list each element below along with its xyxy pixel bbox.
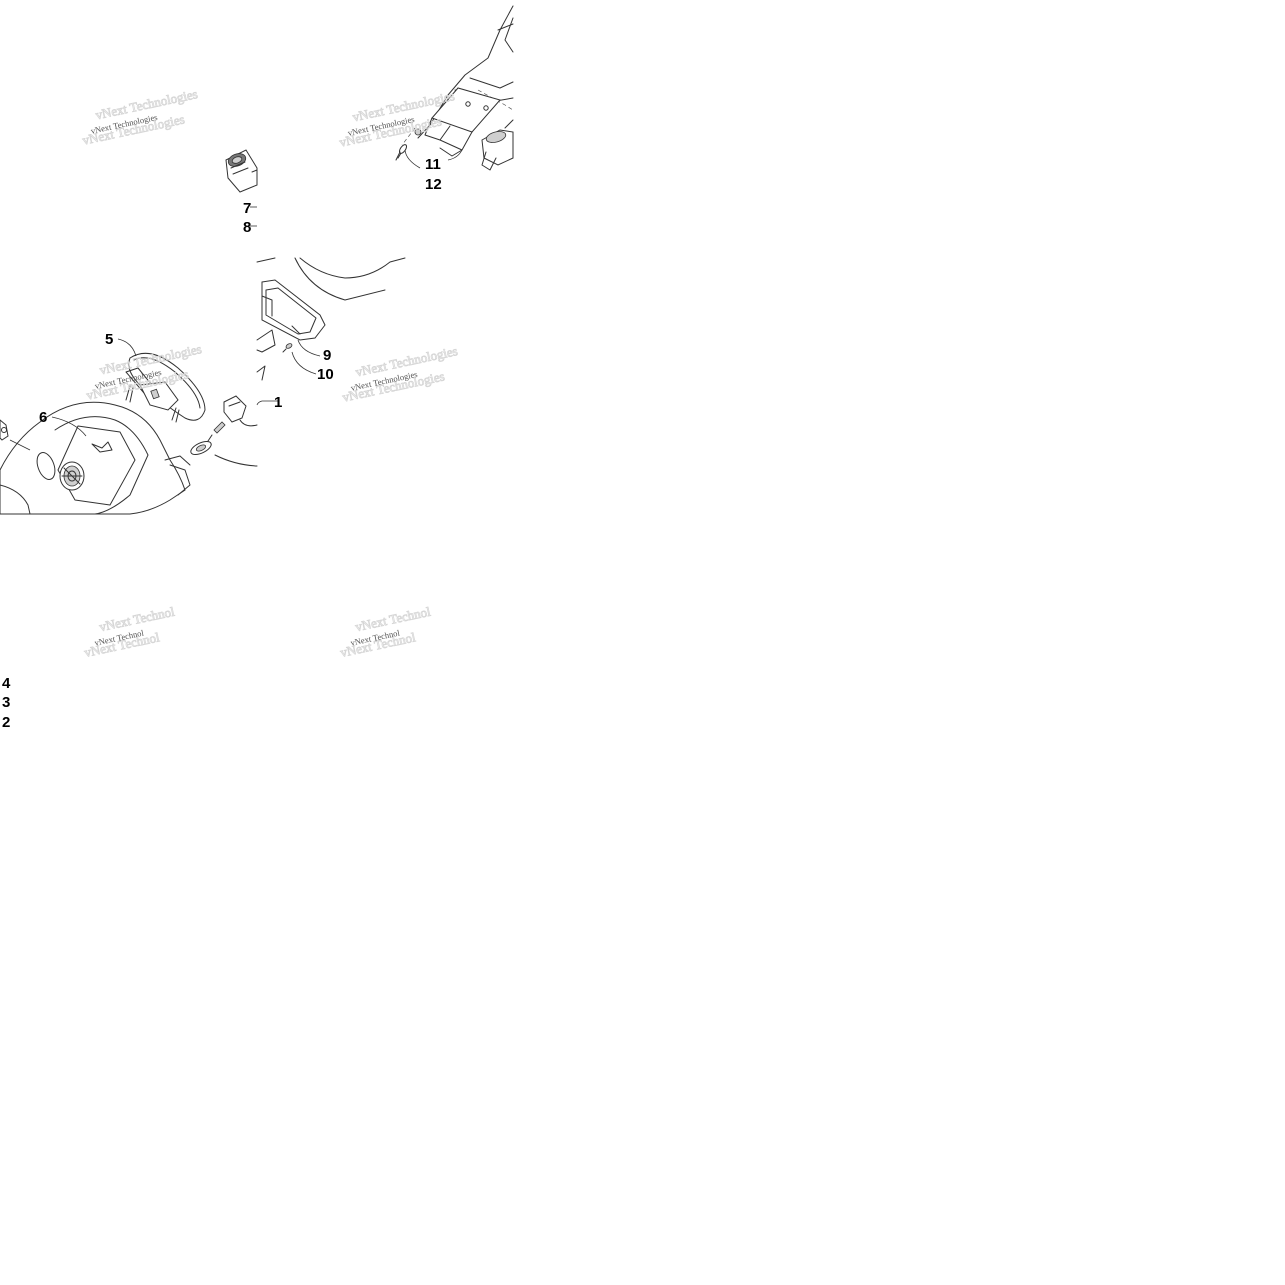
callout-3: 3 [2, 694, 10, 711]
callout-10: 10 [317, 366, 334, 383]
watermark-5: vNext Technol vNext Technol vNext Techno… [82, 603, 176, 660]
leader-lines [9, 149, 463, 451]
leader-12 [404, 149, 421, 169]
leader-9 [297, 339, 321, 357]
socket-part [225, 149, 258, 193]
key-part [190, 395, 247, 455]
bracket-part [424, 87, 501, 157]
callout-6: 6 [39, 409, 47, 426]
watermark-1: vNext Technologies vNext Technologies vN… [81, 86, 200, 148]
callout-5: 5 [105, 331, 113, 348]
callout-8: 8 [243, 219, 251, 236]
callout-1: 1 [274, 394, 282, 411]
clip-part [0, 419, 9, 441]
callout-2: 2 [2, 714, 10, 731]
frame-part [261, 279, 326, 341]
callout-4: 4 [2, 675, 11, 692]
leader-1 [256, 400, 278, 406]
leader-5 [117, 338, 137, 357]
pod-part [0, 401, 191, 515]
watermark-6: vNext Technol vNext Technol vNext Techno… [338, 603, 432, 660]
callout-labels: 1 2 3 4 5 6 7 8 9 10 11 12 [2, 156, 442, 731]
callout-9: 9 [323, 347, 331, 364]
tile-middle [256, 257, 406, 381]
leader-10 [291, 351, 317, 375]
callout-12: 12 [425, 176, 442, 193]
tile-upper-right [395, 5, 514, 171]
callout-11: 11 [425, 156, 441, 173]
gauge-part [125, 352, 206, 423]
tile-left-middle [0, 352, 258, 515]
watermark-3: vNext Technologies vNext Technologies vN… [341, 343, 460, 405]
leader-11 [447, 149, 463, 161]
leader-clip [9, 439, 31, 451]
leader-6 [51, 416, 87, 437]
callout-7: 7 [243, 200, 251, 217]
switch-part [481, 119, 514, 171]
